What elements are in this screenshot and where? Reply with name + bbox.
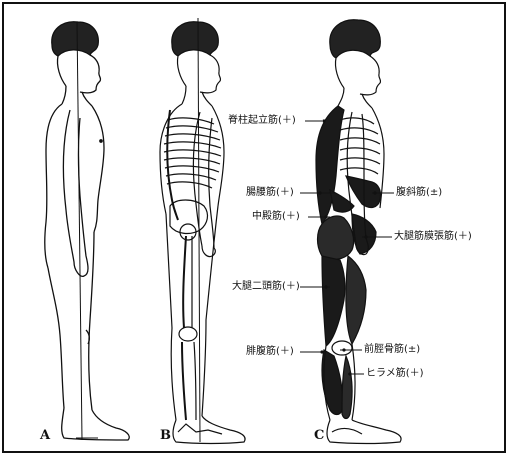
panel-letter-a: A <box>40 428 50 443</box>
label-tibialis-anterior: 前脛骨筋(±) <box>364 344 420 356</box>
panel-b-figure <box>160 18 245 444</box>
label-gastrocnemius: 腓腹筋(＋) <box>246 346 294 358</box>
label-gluteus-medius: 中殿筋(＋) <box>252 211 300 223</box>
label-erector-spinae: 脊柱起立筋(＋) <box>228 115 296 127</box>
panel-a-figure <box>45 22 130 440</box>
panel-letter-c: C <box>314 428 324 443</box>
panel-letter-b: B <box>160 428 171 443</box>
label-soleus: ヒラメ筋(＋) <box>366 368 424 380</box>
label-tensor-fasciae-latae: 大腿筋膜張筋(＋) <box>394 231 472 243</box>
label-iliopsoas: 腸腰筋(＋) <box>246 187 294 199</box>
label-biceps-femoris: 大腿二頭筋(＋) <box>232 281 300 293</box>
label-obliques: 腹斜筋(±) <box>396 187 442 199</box>
